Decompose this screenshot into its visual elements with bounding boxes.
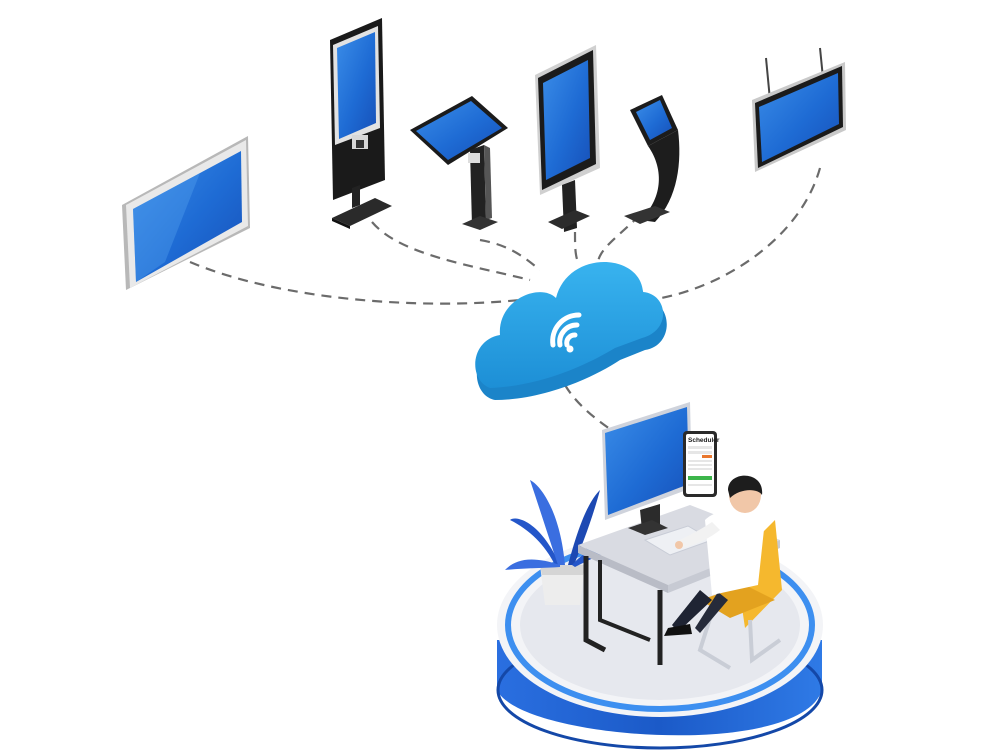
phone-scheduler: Scheduler (683, 431, 720, 497)
connector-hanging-screen (649, 167, 822, 302)
cloud-icon (475, 261, 667, 400)
desktop-monitor (602, 402, 692, 535)
kiosk-curved (624, 95, 680, 224)
person-at-desk (664, 475, 765, 636)
kiosk-tall-1 (330, 18, 392, 229)
connector-wall-screen (189, 260, 521, 305)
wall-screen (122, 136, 250, 290)
hanging-screen (752, 47, 846, 172)
connector-table-kiosk (479, 238, 541, 271)
kiosk-table (410, 96, 508, 230)
kiosk-tall-2 (535, 45, 600, 232)
connector-kiosk-1 (371, 221, 531, 282)
phone-app-title: Scheduler (688, 437, 720, 444)
connector-kiosk-2 (573, 231, 580, 263)
wifi-icon (550, 312, 582, 348)
connector-curved-kiosk (596, 214, 641, 263)
